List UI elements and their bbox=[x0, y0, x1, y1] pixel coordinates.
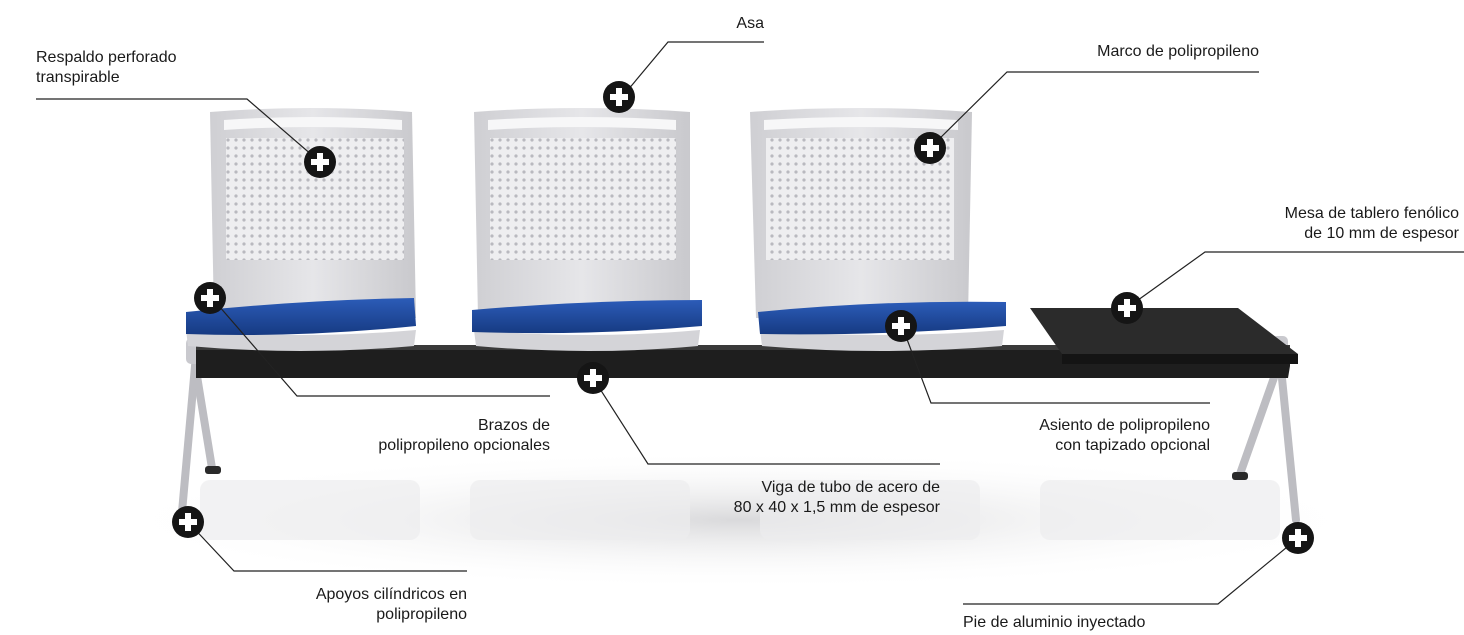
seat-1-handle-slot bbox=[224, 117, 402, 130]
cylindrical-feet bbox=[205, 466, 1248, 480]
leg-left-rear bbox=[192, 366, 216, 472]
seat-3-cushion bbox=[758, 301, 1006, 335]
callout-asiento: Asiento de polipropileno con tapizado op… bbox=[1039, 416, 1210, 456]
leader-lines bbox=[36, 41, 1464, 605]
callout-asa-line-1: Asa bbox=[736, 15, 764, 32]
seat-1-cushion bbox=[186, 298, 416, 335]
callout-asiento-line-1: Asiento de polipropileno bbox=[1039, 417, 1210, 434]
shadow-table bbox=[1040, 480, 1280, 540]
plus-circle-icon[interactable] bbox=[577, 362, 609, 394]
foot-2 bbox=[1232, 472, 1248, 480]
shadow-seat-3 bbox=[760, 480, 980, 540]
leg-left-front bbox=[178, 351, 200, 516]
phenolic-table bbox=[1030, 308, 1298, 364]
callout-pie-line-1: Pie de aluminio inyectado bbox=[963, 614, 1146, 631]
leader-respaldo bbox=[36, 98, 321, 163]
plus-circle-icon[interactable] bbox=[304, 146, 336, 178]
callout-mesa-line-1: Mesa de tablero fenólico bbox=[1284, 205, 1459, 222]
leader-apoyos bbox=[187, 521, 467, 572]
leader-pie bbox=[963, 537, 1299, 605]
shadow-seat-2 bbox=[470, 480, 690, 540]
leader-viga bbox=[592, 377, 940, 465]
plus-circle-icon[interactable] bbox=[194, 282, 226, 314]
foot-1 bbox=[205, 466, 221, 474]
callout-apoyos-line-2: polipropileno bbox=[376, 606, 467, 623]
shadow-seat-1 bbox=[200, 480, 420, 540]
callout-mesa: Mesa de tablero fenólico de 10 mm de esp… bbox=[1285, 204, 1459, 244]
plus-circle-icon[interactable] bbox=[172, 506, 204, 538]
seat-2-cushion bbox=[472, 300, 702, 334]
plus-circle-icon[interactable] bbox=[1111, 292, 1143, 324]
leg-right-front bbox=[1276, 354, 1300, 524]
aluminium-legs bbox=[178, 351, 1300, 524]
callout-marco: Marco de polipropileno bbox=[1097, 42, 1259, 62]
callout-apoyos: Apoyos cilíndricos en polipropileno bbox=[316, 585, 467, 625]
seat-2-handle-slot bbox=[488, 117, 676, 130]
callout-respaldo-line-2: transpirable bbox=[36, 69, 120, 86]
seat-3 bbox=[750, 108, 1006, 351]
leader-marco bbox=[929, 71, 1259, 149]
seat-2-shell bbox=[474, 330, 700, 351]
floor-shadow bbox=[100, 450, 1380, 590]
callout-viga-line-2: 80 x 40 x 1,5 mm de espesor bbox=[733, 499, 940, 516]
steel-beam-highlight bbox=[196, 345, 1290, 350]
steel-beam bbox=[196, 345, 1290, 378]
callout-viga-line-1: Viga de tubo de acero de bbox=[761, 479, 940, 496]
callout-viga: Viga de tubo de acero de 80 x 40 x 1,5 m… bbox=[734, 478, 940, 518]
callout-apoyos-line-1: Apoyos cilíndricos en bbox=[315, 586, 467, 603]
table-top bbox=[1030, 308, 1298, 354]
plus-circle-icon[interactable] bbox=[603, 81, 635, 113]
callout-mesa-line-2: de 10 mm de espesor bbox=[1304, 225, 1459, 242]
callout-respaldo-line-1: Respaldo perforado bbox=[36, 49, 177, 66]
seat-3-shell bbox=[760, 330, 1004, 351]
leg-right-rear bbox=[1236, 368, 1280, 478]
table-edge bbox=[1062, 354, 1298, 364]
callout-respaldo: Respaldo perforado transpirable bbox=[36, 48, 177, 88]
seat-3-handle-slot bbox=[764, 117, 958, 130]
seat-2-perforated-backrest bbox=[490, 138, 676, 260]
seat-1-shell bbox=[186, 330, 416, 351]
seat-1 bbox=[186, 108, 416, 351]
callout-asiento-line-2: con tapizado opcional bbox=[1055, 437, 1210, 454]
leader-mesa bbox=[1126, 251, 1464, 309]
plus-circle-icon[interactable] bbox=[1282, 522, 1314, 554]
leader-brazos bbox=[211, 297, 550, 397]
callout-pie: Pie de aluminio inyectado bbox=[963, 613, 1145, 633]
plus-circle-icon[interactable] bbox=[914, 132, 946, 164]
callout-asa: Asa bbox=[736, 14, 764, 34]
seat-2 bbox=[472, 108, 702, 351]
plus-circle-icon[interactable] bbox=[885, 310, 917, 342]
callout-brazos-line-1: Brazos de bbox=[477, 417, 550, 434]
leader-asa bbox=[621, 41, 764, 98]
leader-asiento bbox=[901, 325, 1210, 404]
callout-brazos: Brazos de polipropileno opcionales bbox=[378, 416, 550, 456]
callout-brazos-line-2: polipropileno opcionales bbox=[378, 437, 550, 454]
callout-marco-line-1: Marco de polipropileno bbox=[1097, 43, 1259, 60]
